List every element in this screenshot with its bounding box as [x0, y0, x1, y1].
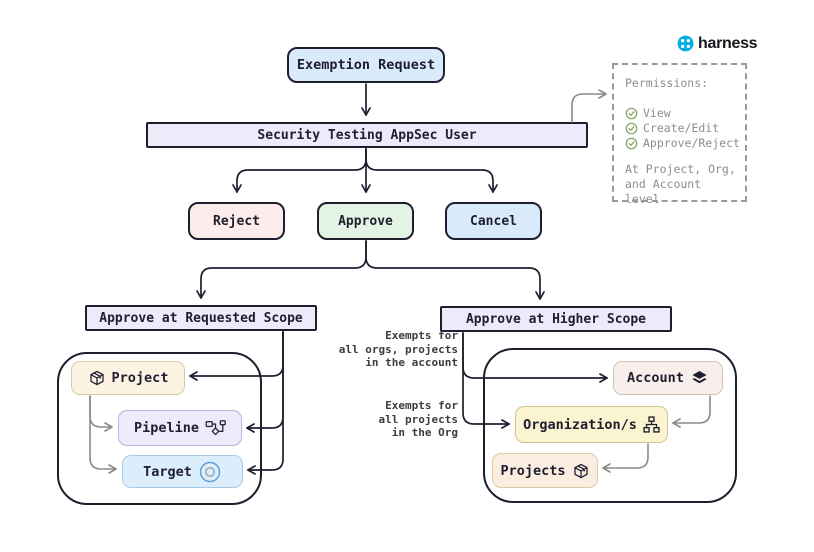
- layers-icon: [692, 370, 707, 383]
- organizations-node: Organization/s: [515, 406, 668, 443]
- permissions-footer: At Project, Org, and Account level: [625, 162, 741, 207]
- account-label: Account: [627, 370, 684, 386]
- harness-logo-icon: [677, 35, 694, 52]
- org-scope-note: Exempts for all projects in the Org: [350, 399, 458, 440]
- permissions-footer-line: and Account level: [625, 177, 702, 206]
- pipeline-workflow-icon: [205, 419, 226, 435]
- higher-scope-header: Approve at Higher Scope: [440, 306, 672, 332]
- projects-label: Projects: [500, 462, 566, 479]
- note-line: in the account: [365, 356, 458, 369]
- exemption-request-label: Exemption Request: [296, 57, 436, 73]
- harness-logo-text: harness: [698, 34, 758, 52]
- arrow-approve-to-requested-scope: [196, 240, 367, 299]
- higher-scope-container: [483, 348, 737, 503]
- reject-label: Reject: [213, 213, 260, 229]
- package-cube-icon: [573, 463, 588, 478]
- arrow-approve-to-higher-scope: [365, 240, 545, 300]
- note-line: Exempts for: [385, 399, 458, 412]
- permission-label: Approve/Reject: [643, 136, 740, 150]
- permissions-footer-line: At Project, Org,: [625, 162, 736, 176]
- arrow-appsec-to-cancel: [365, 148, 498, 193]
- note-line: Exempts for: [385, 329, 458, 342]
- permission-label: View: [643, 106, 671, 120]
- approve-label: Approve: [338, 213, 393, 229]
- permissions-title: Permissions:: [625, 76, 709, 90]
- arrow-appsec-to-reject: [232, 148, 367, 193]
- check-circle-icon: [625, 122, 638, 135]
- permission-item-create-edit: Create/Edit: [625, 121, 741, 136]
- requested-scope-label: Approve at Requested Scope: [99, 310, 303, 326]
- check-circle-icon: [625, 137, 638, 150]
- note-line: all orgs, projects: [338, 342, 458, 356]
- arrow-appsec-to-permissions: [571, 89, 607, 123]
- permissions-panel: Permissions: View Create/Edit Approve/Re…: [612, 63, 747, 206]
- cancel-label: Cancel: [470, 213, 517, 229]
- check-circle-icon: [625, 107, 638, 120]
- permission-item-approve-reject: Approve/Reject: [625, 136, 741, 151]
- appsec-user-label: Security Testing AppSec User: [257, 127, 477, 143]
- permission-item-view: View: [625, 106, 741, 121]
- pipeline-label: Pipeline: [133, 420, 200, 436]
- permission-label: Create/Edit: [643, 121, 720, 135]
- organizations-label: Organization/s: [523, 416, 637, 433]
- reject-node: Reject: [188, 202, 285, 240]
- approve-node: Approve: [317, 202, 414, 240]
- note-line: in the Org: [391, 426, 458, 439]
- target-label: Target: [143, 463, 192, 480]
- account-scope-note: Exempts for all orgs, projects in the ac…: [338, 329, 458, 370]
- target-node: Target: [122, 455, 243, 488]
- cancel-node: Cancel: [445, 202, 542, 240]
- package-cube-icon: [89, 370, 104, 386]
- note-line: all projects: [378, 412, 458, 426]
- pipeline-node: Pipeline: [118, 410, 242, 446]
- harness-logo: harness: [676, 34, 758, 53]
- project-label: Project: [111, 370, 169, 386]
- higher-scope-label: Approve at Higher Scope: [465, 311, 646, 327]
- target-circle-icon: [199, 461, 221, 482]
- account-node: Account: [613, 361, 723, 395]
- projects-node: Projects: [492, 453, 598, 488]
- requested-scope-header: Approve at Requested Scope: [85, 305, 317, 331]
- org-chart-icon: [643, 416, 660, 433]
- appsec-user-node: Security Testing AppSec User: [146, 122, 588, 148]
- exemption-request-node: Exemption Request: [287, 47, 445, 83]
- project-node: Project: [71, 361, 185, 395]
